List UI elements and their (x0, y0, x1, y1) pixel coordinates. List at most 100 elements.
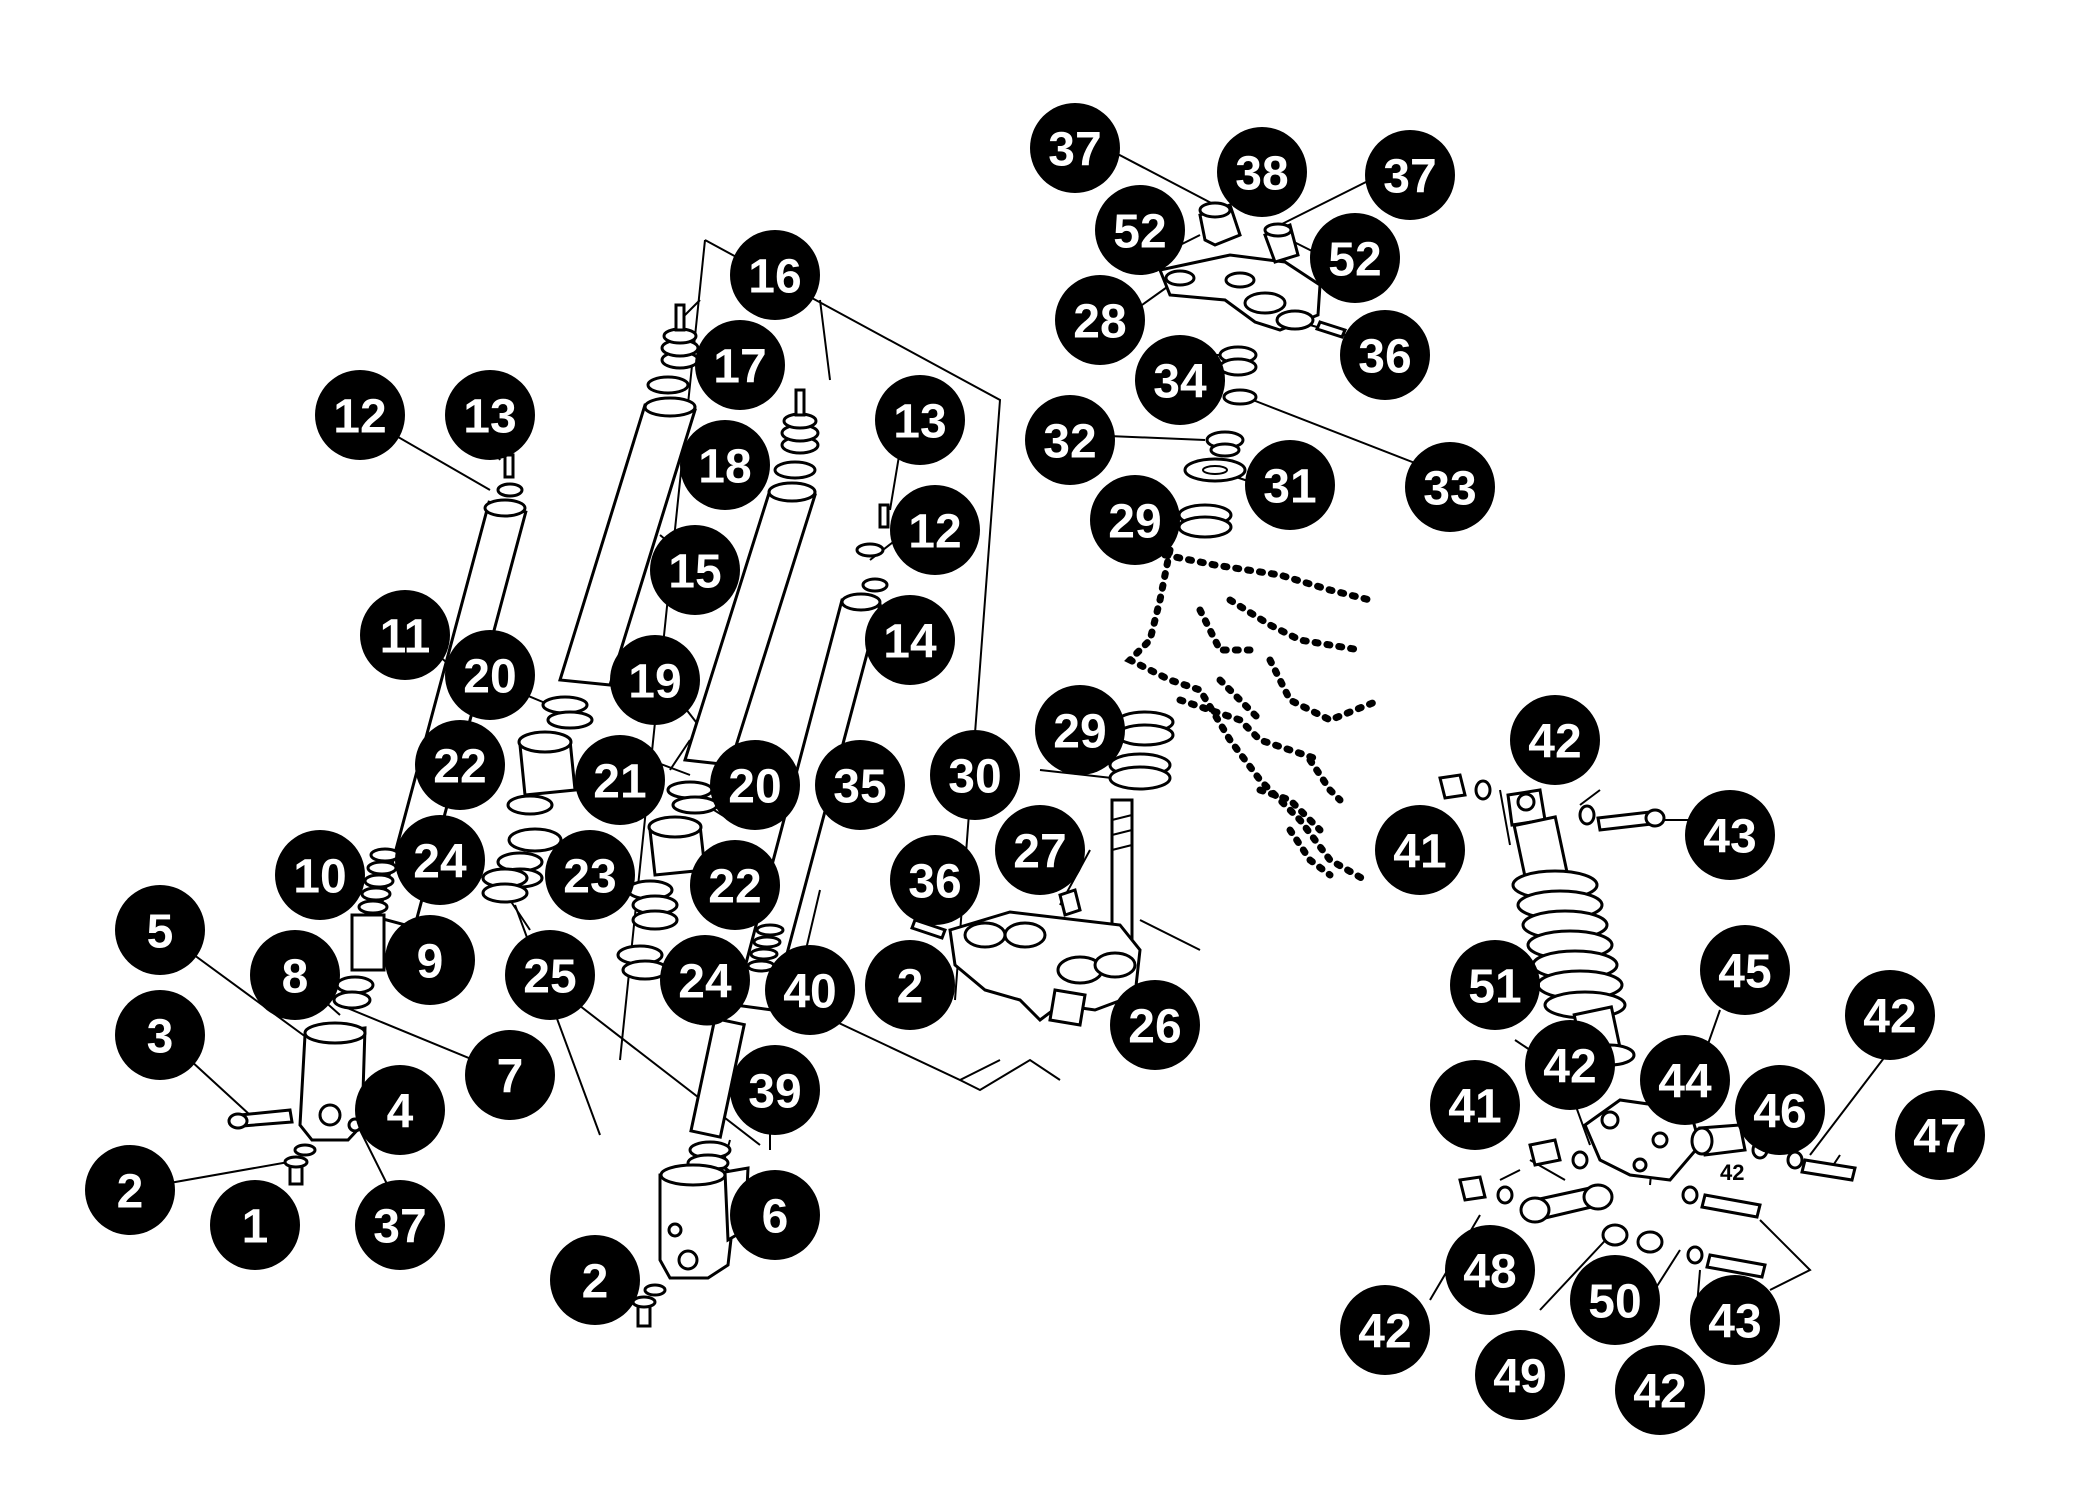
callout-number: 26 (1128, 1001, 1181, 1054)
callout-42: 42 (1510, 695, 1600, 785)
callout-2: 2 (550, 1235, 640, 1325)
callout-number: 33 (1423, 463, 1476, 516)
callout-circle (210, 1180, 300, 1270)
callout-number: 52 (1328, 234, 1381, 287)
callout-24: 24 (660, 935, 750, 1025)
bushing-part (1636, 1230, 1664, 1254)
callout-circle (1450, 940, 1540, 1030)
callout-number: 4 (387, 1086, 414, 1139)
callout-number: 22 (433, 741, 486, 794)
callout-number: 51 (1468, 961, 1521, 1014)
callout-number: 13 (463, 391, 516, 444)
fork-cap-left (660, 303, 700, 370)
callout-number: 36 (908, 856, 961, 909)
callout-circle (1340, 310, 1430, 400)
callout-9: 9 (385, 915, 475, 1005)
top-yoke-assembly (1157, 201, 1348, 339)
seal-part (332, 990, 372, 1010)
washer-part (293, 1143, 317, 1157)
callout-33: 33 (1405, 442, 1495, 532)
cap-ring (646, 375, 690, 395)
callout-45: 45 (1700, 925, 1790, 1015)
callout-41: 41 (1375, 805, 1465, 895)
washer-part (643, 1283, 667, 1297)
callout-20: 20 (710, 740, 800, 830)
callout-number: 43 (1708, 1296, 1761, 1349)
callout-number: 41 (1393, 826, 1446, 879)
callout-circle (445, 630, 535, 720)
callout-circle (545, 830, 635, 920)
callout-circle (1405, 442, 1495, 532)
callout-number: 5 (147, 906, 174, 959)
callout-2: 2 (85, 1145, 175, 1235)
left-fork-assembly (227, 453, 528, 1186)
callout-43: 43 (1690, 1275, 1780, 1365)
callout-circle (730, 1170, 820, 1260)
callout-number: 50 (1588, 1276, 1641, 1329)
callout-number: 42 (1358, 1306, 1411, 1359)
callout-12: 12 (315, 370, 405, 460)
callout-circle (1095, 185, 1185, 275)
callout-number: 15 (668, 546, 721, 599)
callout-circle (1735, 1065, 1825, 1155)
callout-number: 48 (1463, 1246, 1516, 1299)
callout-circle (1217, 127, 1307, 217)
callout-circle (1310, 213, 1400, 303)
left-fork-bottom-slider (298, 1026, 367, 1142)
stem-nut-part (1058, 888, 1082, 917)
callout-circle (1135, 335, 1225, 425)
callout-30: 30 (930, 730, 1020, 820)
callout-number: 1 (242, 1201, 269, 1254)
callout-circle (690, 840, 780, 930)
callout-circle (1685, 790, 1775, 880)
washer-part (1681, 1185, 1699, 1205)
callout-52: 52 (1095, 185, 1185, 275)
callout-number: 3 (147, 1011, 174, 1064)
callout-number: 16 (748, 251, 801, 304)
callout-number: 20 (728, 761, 781, 814)
callout-number: 37 (373, 1201, 426, 1254)
callout-circle (315, 370, 405, 460)
callout-number: 2 (117, 1166, 144, 1219)
callout-42: 42 (1525, 1020, 1615, 1110)
washer-part (1474, 779, 1492, 801)
callout-number: 49 (1493, 1351, 1546, 1404)
callout-circle (930, 730, 1020, 820)
callout-circle (1510, 695, 1600, 785)
callout-24: 24 (395, 815, 485, 905)
bushing-and-seal-stack (481, 695, 719, 981)
callout-circle (1365, 130, 1455, 220)
callout-circle (1090, 475, 1180, 565)
callout-circle (445, 370, 535, 460)
callout-number: 32 (1043, 416, 1096, 469)
bolt-part (1800, 1158, 1857, 1182)
callout-number: 6 (762, 1191, 789, 1244)
damper-rod-part (350, 913, 386, 972)
callout-17: 17 (695, 320, 785, 410)
cap-ring (773, 460, 817, 480)
callout-number: 46 (1753, 1086, 1806, 1139)
callout-circle (890, 835, 980, 925)
callout-number: 39 (748, 1066, 801, 1119)
callout-19: 19 (610, 635, 700, 725)
callout-38: 38 (1217, 127, 1307, 217)
callout-number: 2 (582, 1256, 609, 1309)
callout-circle (115, 885, 205, 975)
right-fork-bottom-slider (658, 1166, 740, 1280)
frame-headstock-outline (1124, 546, 1384, 884)
callout-number: 23 (563, 851, 616, 904)
callout-circle (765, 945, 855, 1035)
callout-circle (85, 1145, 175, 1235)
callout-37: 37 (1365, 130, 1455, 220)
callout-number: 42 (1543, 1041, 1596, 1094)
callout-number: 29 (1108, 496, 1161, 549)
callout-circle (875, 375, 965, 465)
callout-23: 23 (545, 830, 635, 920)
bottom-yoke-assembly (910, 798, 1142, 1027)
callout-number: 24 (678, 956, 732, 1009)
callout-42: 42 (1340, 1285, 1430, 1375)
callout-22: 22 (690, 840, 780, 930)
callout-circle (1700, 925, 1790, 1015)
